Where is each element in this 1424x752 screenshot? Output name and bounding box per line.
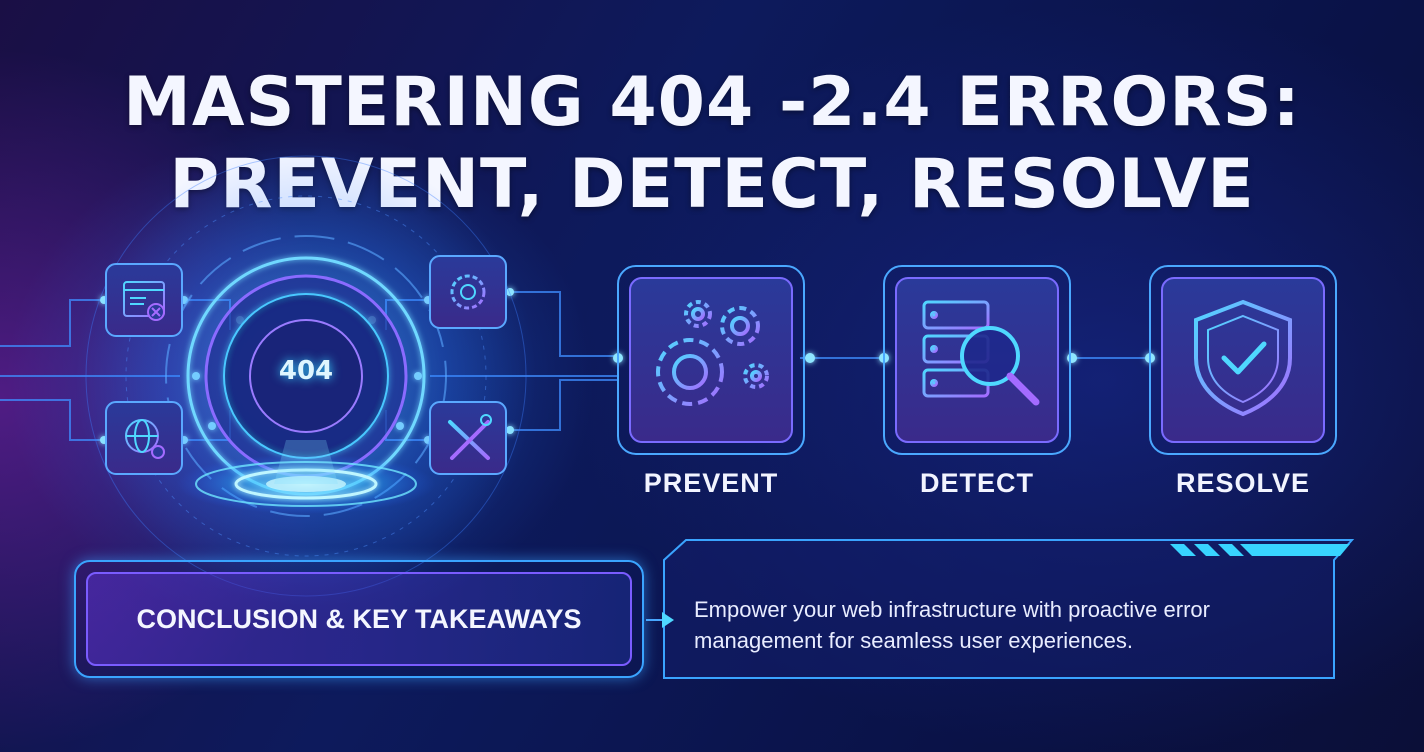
conclusion-heading: CONCLUSION & KEY TAKEAWAYS	[136, 603, 582, 634]
shield-check-icon	[1194, 299, 1292, 417]
step-resolve	[1149, 265, 1337, 455]
gears-icon	[656, 300, 769, 406]
server-magnifier-icon	[922, 300, 1040, 414]
summary-line-2: management for seamless user experiences…	[694, 628, 1133, 653]
summary-text: Empower your web infrastructure with pro…	[694, 594, 1334, 656]
browser-error-icon	[105, 263, 183, 337]
step-label-resolve: RESOLVE	[1175, 468, 1311, 498]
tools-icon	[429, 401, 507, 475]
conclusion-box: CONCLUSION & KEY TAKEAWAYS	[74, 560, 644, 678]
hub	[76, 146, 536, 606]
step-detect	[883, 265, 1071, 455]
summary-frame	[663, 539, 1355, 679]
globe-search-icon	[105, 401, 183, 475]
step-label-prevent: PREVENT	[643, 468, 779, 498]
title-line-1: MASTERING 404 -2.4 ERRORS:	[123, 63, 1301, 142]
settings-gear-icon	[429, 255, 507, 329]
step-label-detect: DETECT	[920, 468, 1034, 498]
step-prevent	[617, 265, 805, 455]
summary-line-1: Empower your web infrastructure with pro…	[694, 597, 1210, 622]
hub-code: 404	[278, 356, 334, 386]
conclusion-inner: CONCLUSION & KEY TAKEAWAYS	[86, 572, 632, 666]
arrow-icon	[646, 612, 674, 628]
